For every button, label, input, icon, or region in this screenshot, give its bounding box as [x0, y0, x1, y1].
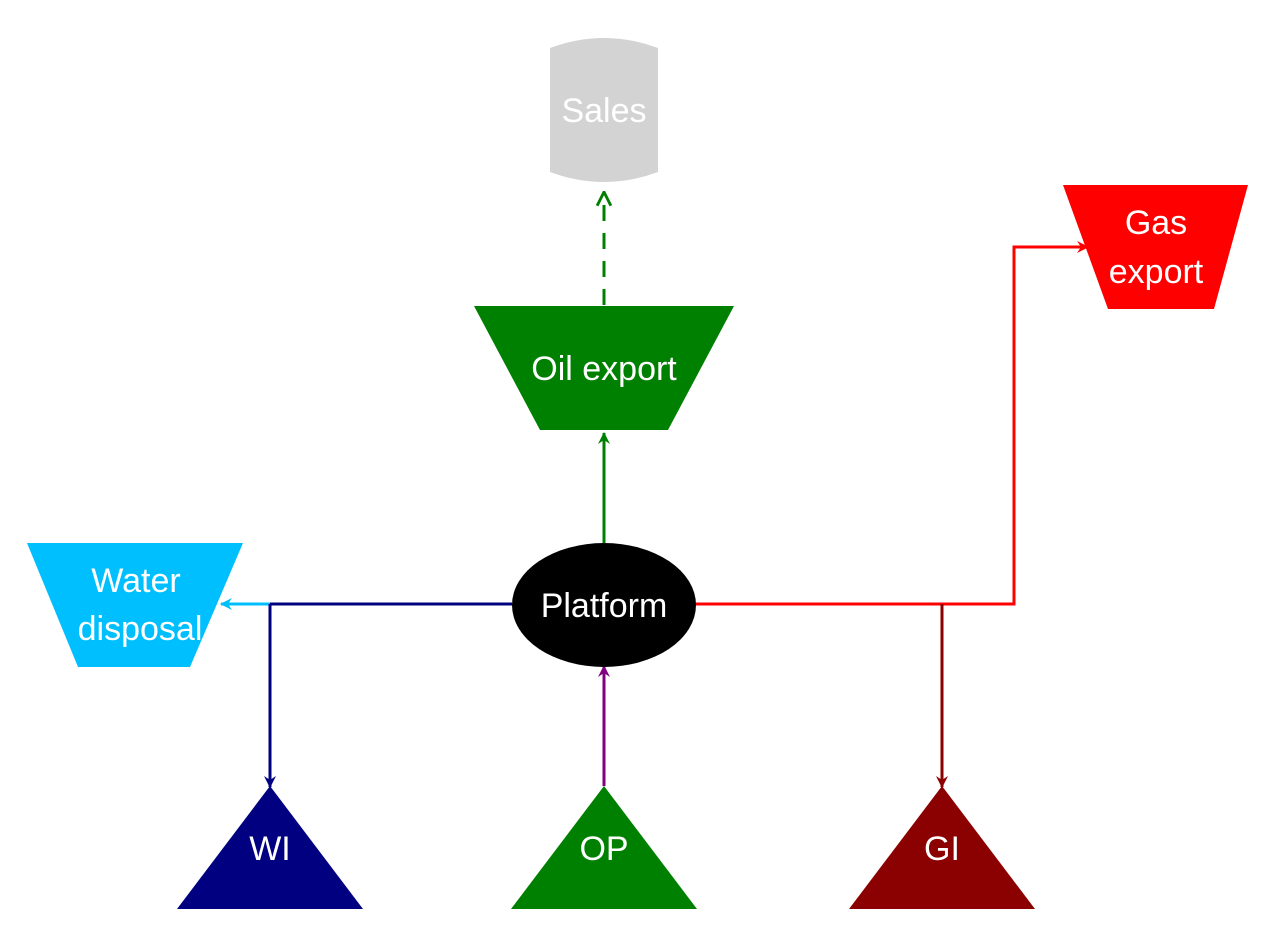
- node-gas-export: Gas export: [1063, 185, 1248, 309]
- gas-export-label-line1: Gas: [1125, 204, 1187, 242]
- node-wi: WI: [177, 786, 363, 909]
- water-disposal-label-line1: Water: [91, 562, 180, 600]
- water-disposal-label-line2: disposal: [78, 610, 203, 648]
- op-triangle-shape: [511, 786, 697, 909]
- platform-label: Platform: [541, 587, 668, 625]
- op-label: OP: [579, 830, 628, 868]
- oil-export-label: Oil export: [531, 350, 677, 388]
- gi-label: GI: [924, 830, 960, 868]
- node-gi: GI: [849, 786, 1035, 909]
- gi-triangle-shape: [849, 786, 1035, 909]
- gas-export-label-line2: export: [1109, 253, 1204, 291]
- node-platform: Platform: [512, 543, 696, 667]
- platform-shape: [512, 543, 696, 667]
- node-oil-export: Oil export: [474, 306, 734, 430]
- sales-cylinder-shape: [550, 38, 658, 182]
- water-disposal-shape: [27, 543, 243, 667]
- node-op: OP: [511, 786, 697, 909]
- oil-export-shape: [474, 306, 734, 430]
- node-water-disposal: Water disposal: [27, 543, 243, 667]
- gas-export-shape: [1063, 185, 1248, 309]
- wi-label: WI: [249, 830, 291, 868]
- node-sales: Sales: [550, 38, 658, 182]
- edge-platform-to-gas-export: [695, 241, 1089, 606]
- sales-label: Sales: [561, 92, 646, 130]
- wi-triangle-shape: [177, 786, 363, 909]
